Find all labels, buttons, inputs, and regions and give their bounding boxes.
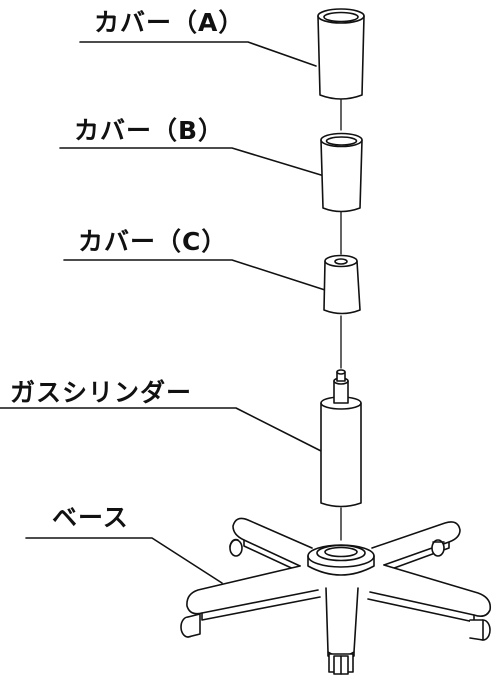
caster-back-right bbox=[431, 539, 445, 557]
leader-cover-c bbox=[63, 259, 326, 291]
label-cover-a: カバー（A） bbox=[94, 8, 245, 37]
cover-b bbox=[320, 132, 363, 213]
leader-lines bbox=[0, 41, 326, 584]
caster-front-right bbox=[469, 619, 491, 641]
leader-base bbox=[25, 537, 223, 584]
label-base: ベース bbox=[52, 503, 129, 532]
leader-gas-cylinder bbox=[0, 407, 326, 454]
cover-c bbox=[323, 254, 361, 315]
caster-front-left bbox=[180, 613, 201, 638]
leader-cover-a bbox=[79, 41, 317, 67]
caster-back-left bbox=[229, 538, 243, 557]
caster-front bbox=[328, 653, 354, 675]
gas-cylinder bbox=[320, 369, 362, 508]
cover-a bbox=[317, 8, 365, 100]
label-gas-cylinder: ガスシリンダー bbox=[10, 378, 193, 407]
base-assembly bbox=[180, 517, 492, 675]
label-cover-b: カバー（B） bbox=[74, 116, 225, 145]
leader-cover-b bbox=[59, 147, 322, 176]
label-cover-c: カバー（C） bbox=[78, 227, 228, 256]
